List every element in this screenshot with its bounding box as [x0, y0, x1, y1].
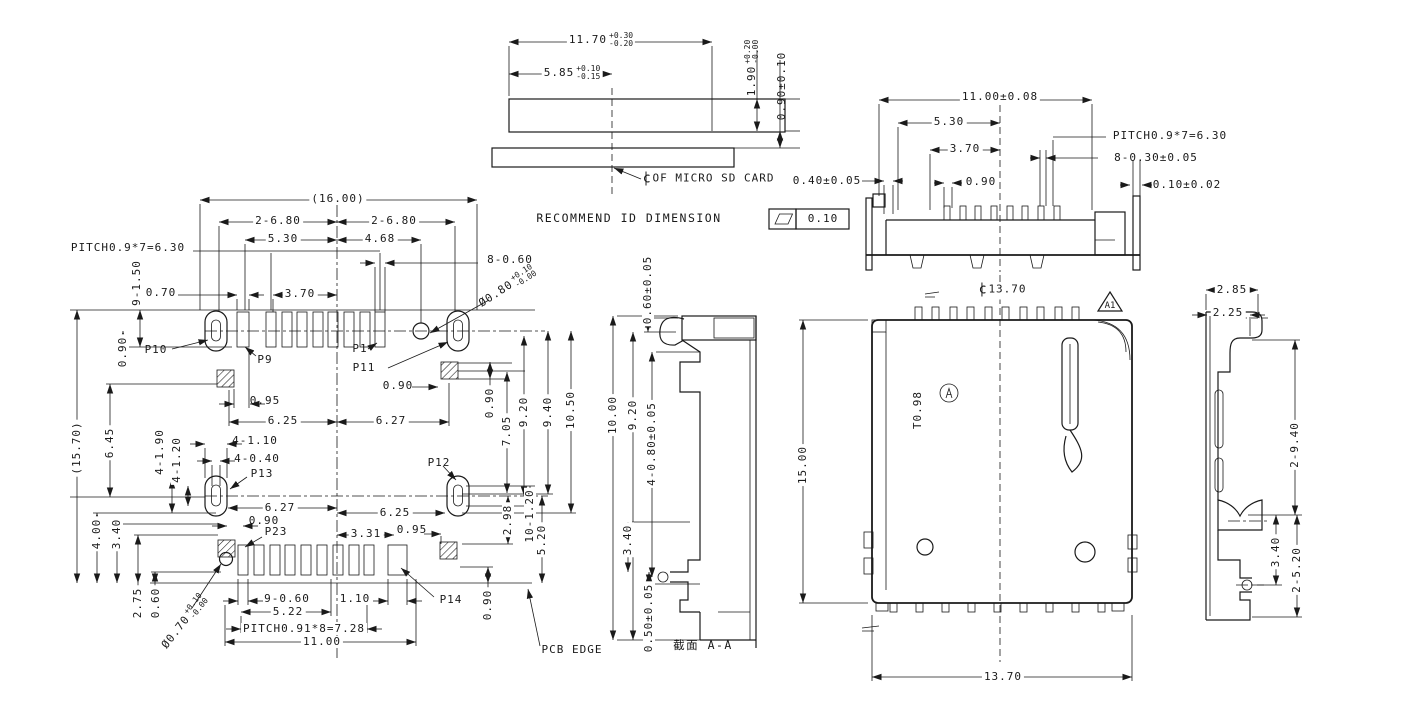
dim-layout-095b: 0.95: [396, 523, 428, 536]
dim-front-040: 0.40±0.05: [792, 174, 862, 187]
dim-layout-090-left: 0.90: [116, 334, 129, 370]
dim-id-h1: 1.90+0.20-0.00: [743, 39, 760, 97]
dim-side-285: 2.85: [1214, 283, 1250, 296]
dim-layout-625a: 6.25: [265, 414, 301, 427]
front-view: [862, 96, 1152, 272]
dim-front-010: 0.10±0.02: [1152, 178, 1222, 191]
dim-layout-331: 3.31: [348, 527, 384, 540]
pin-label-p9: P9: [257, 353, 273, 366]
dim-layout-298: 2.98: [501, 502, 514, 538]
dim-id-h2: 0.90±0.10: [775, 51, 788, 121]
card-centerline-label: OF MICRO SD CARD: [642, 171, 775, 189]
dim-front-pins: 8-0.30±0.05: [1114, 151, 1198, 164]
revision-label: A1: [1104, 301, 1116, 311]
section-caption: 截面 A-A: [673, 638, 733, 652]
dim-layout-522: 5.22: [270, 605, 306, 618]
dim-layout-4190: 4-1.90: [153, 427, 166, 477]
dim-front-pitch: PITCH0.9*7=6.30: [1112, 129, 1228, 142]
surface-mark-icon: [924, 291, 940, 298]
dim-front-370: 3.70: [947, 142, 983, 155]
side-view: [1192, 286, 1302, 621]
parallelism-icon: [774, 213, 794, 225]
dim-side-2520: 2-5.20: [1290, 545, 1303, 595]
dim-section-4080: 4-0.80±0.05: [645, 400, 658, 488]
dim-layout-8060: 8-0.60: [487, 253, 533, 266]
dim-layout-1100: 11.00: [300, 635, 344, 648]
pin-label-p1: P1: [352, 342, 368, 355]
dim-layout-070: 0.70: [145, 286, 177, 299]
dim-layout-r680: 2-6.80: [369, 214, 419, 227]
dim-layout-627b: 6.27: [262, 501, 298, 514]
dim-layout-530: 5.30: [265, 232, 301, 245]
fcf-value: 0.10: [807, 212, 839, 225]
dim-layout-340: 3.40: [110, 516, 123, 552]
dim-front-530: 5.30: [931, 115, 967, 128]
centerline-icon: [644, 171, 650, 186]
pin-label-p23: P23: [264, 525, 288, 538]
dim-top-width: 13.70: [981, 670, 1025, 683]
dim-layout-920: 9.20: [517, 394, 530, 430]
dim-section-060: 0.60±0.05: [641, 253, 654, 327]
recommend-caption: RECOMMEND ID DIMENSION: [536, 211, 722, 225]
dim-layout-pitch-bot: PITCH0.91*8=7.28: [241, 622, 367, 635]
dim-layout-4120: 4-1.20: [170, 435, 183, 485]
dim-layout-370: 3.70: [282, 287, 318, 300]
dim-side-225: 2.25: [1210, 306, 1246, 319]
dim-side-340: 3.40: [1269, 534, 1282, 570]
dim-layout-468: 4.68: [362, 232, 398, 245]
pcb-edge-label: PCB EDGE: [541, 643, 603, 656]
dim-layout-9150: 9-1.50: [130, 260, 143, 306]
dim-layout-pitch-top: PITCH0.9*7=6.30: [70, 241, 186, 254]
dim-layout-060: 0.60: [149, 585, 162, 621]
dim-layout-400: 4.00: [90, 516, 103, 552]
dim-section-920: 9.20: [626, 397, 639, 433]
pin-label-p11: P11: [352, 361, 376, 374]
centerline-icon: [979, 282, 986, 297]
dim-layout-625b: 6.25: [377, 506, 413, 519]
dim-layout-645: 6.45: [103, 425, 116, 461]
dim-id-half: 5.85+0.10-0.15: [541, 64, 603, 81]
dim-layout-110: 1.10: [339, 592, 371, 605]
section-view: [609, 308, 757, 648]
dim-layout-9060: 9-0.60: [264, 592, 310, 605]
dim-layout-095a: 0.95: [249, 394, 281, 407]
dim-layout-627a: 6.27: [373, 414, 409, 427]
id-dimension-view: [491, 38, 850, 230]
dim-section-340: 3.40: [621, 522, 634, 558]
pin-label-p12: P12: [427, 456, 451, 469]
mold-marking-text: T0.98: [911, 390, 924, 430]
revision-triangle-icon: [1096, 290, 1124, 312]
dim-front-total: 11.00±0.08: [959, 90, 1041, 103]
dim-layout-4040: 4-0.40: [234, 452, 280, 465]
dim-layout-090d: 0.90: [248, 514, 280, 527]
dim-id-width: 11.70+0.30-0.20: [566, 31, 636, 48]
dim-layout-090e: 0.90: [481, 587, 494, 623]
dim-layout-1050: 10.50: [564, 388, 577, 432]
pin-label-p14: P14: [439, 593, 463, 606]
dim-layout-520: 5.20: [535, 522, 548, 558]
dim-front-090: 0.90: [965, 175, 997, 188]
dim-side-2940: 2-9.40: [1288, 420, 1301, 470]
dim-top-height: 15.00: [796, 443, 809, 487]
dim-layout-940: 9.40: [541, 394, 554, 430]
top-view: [799, 275, 1138, 681]
dim-layout-width: (16.00): [309, 192, 367, 205]
dim-layout-275: 2.75: [131, 585, 144, 621]
dim-section-050: 0.50±0.05: [642, 581, 655, 655]
dim-layout-090a: 0.90: [382, 379, 414, 392]
dim-layout-l680: 2-6.80: [253, 214, 303, 227]
dim-section-1000: 10.00: [606, 393, 619, 437]
dim-layout-090b: 0.90: [483, 385, 496, 421]
dim-layout-705: 7.05: [500, 413, 513, 449]
surface-mark-icon-2: [861, 625, 880, 632]
mold-mark-icon: [939, 383, 959, 403]
dim-layout-4110: 4-1.10: [232, 434, 278, 447]
pin-label-p10: P10: [144, 343, 168, 356]
top-view-centerline-dim: 13.70: [975, 282, 1029, 300]
dim-layout-height: (15.70): [70, 419, 83, 477]
pin-label-p13: P13: [250, 467, 274, 480]
